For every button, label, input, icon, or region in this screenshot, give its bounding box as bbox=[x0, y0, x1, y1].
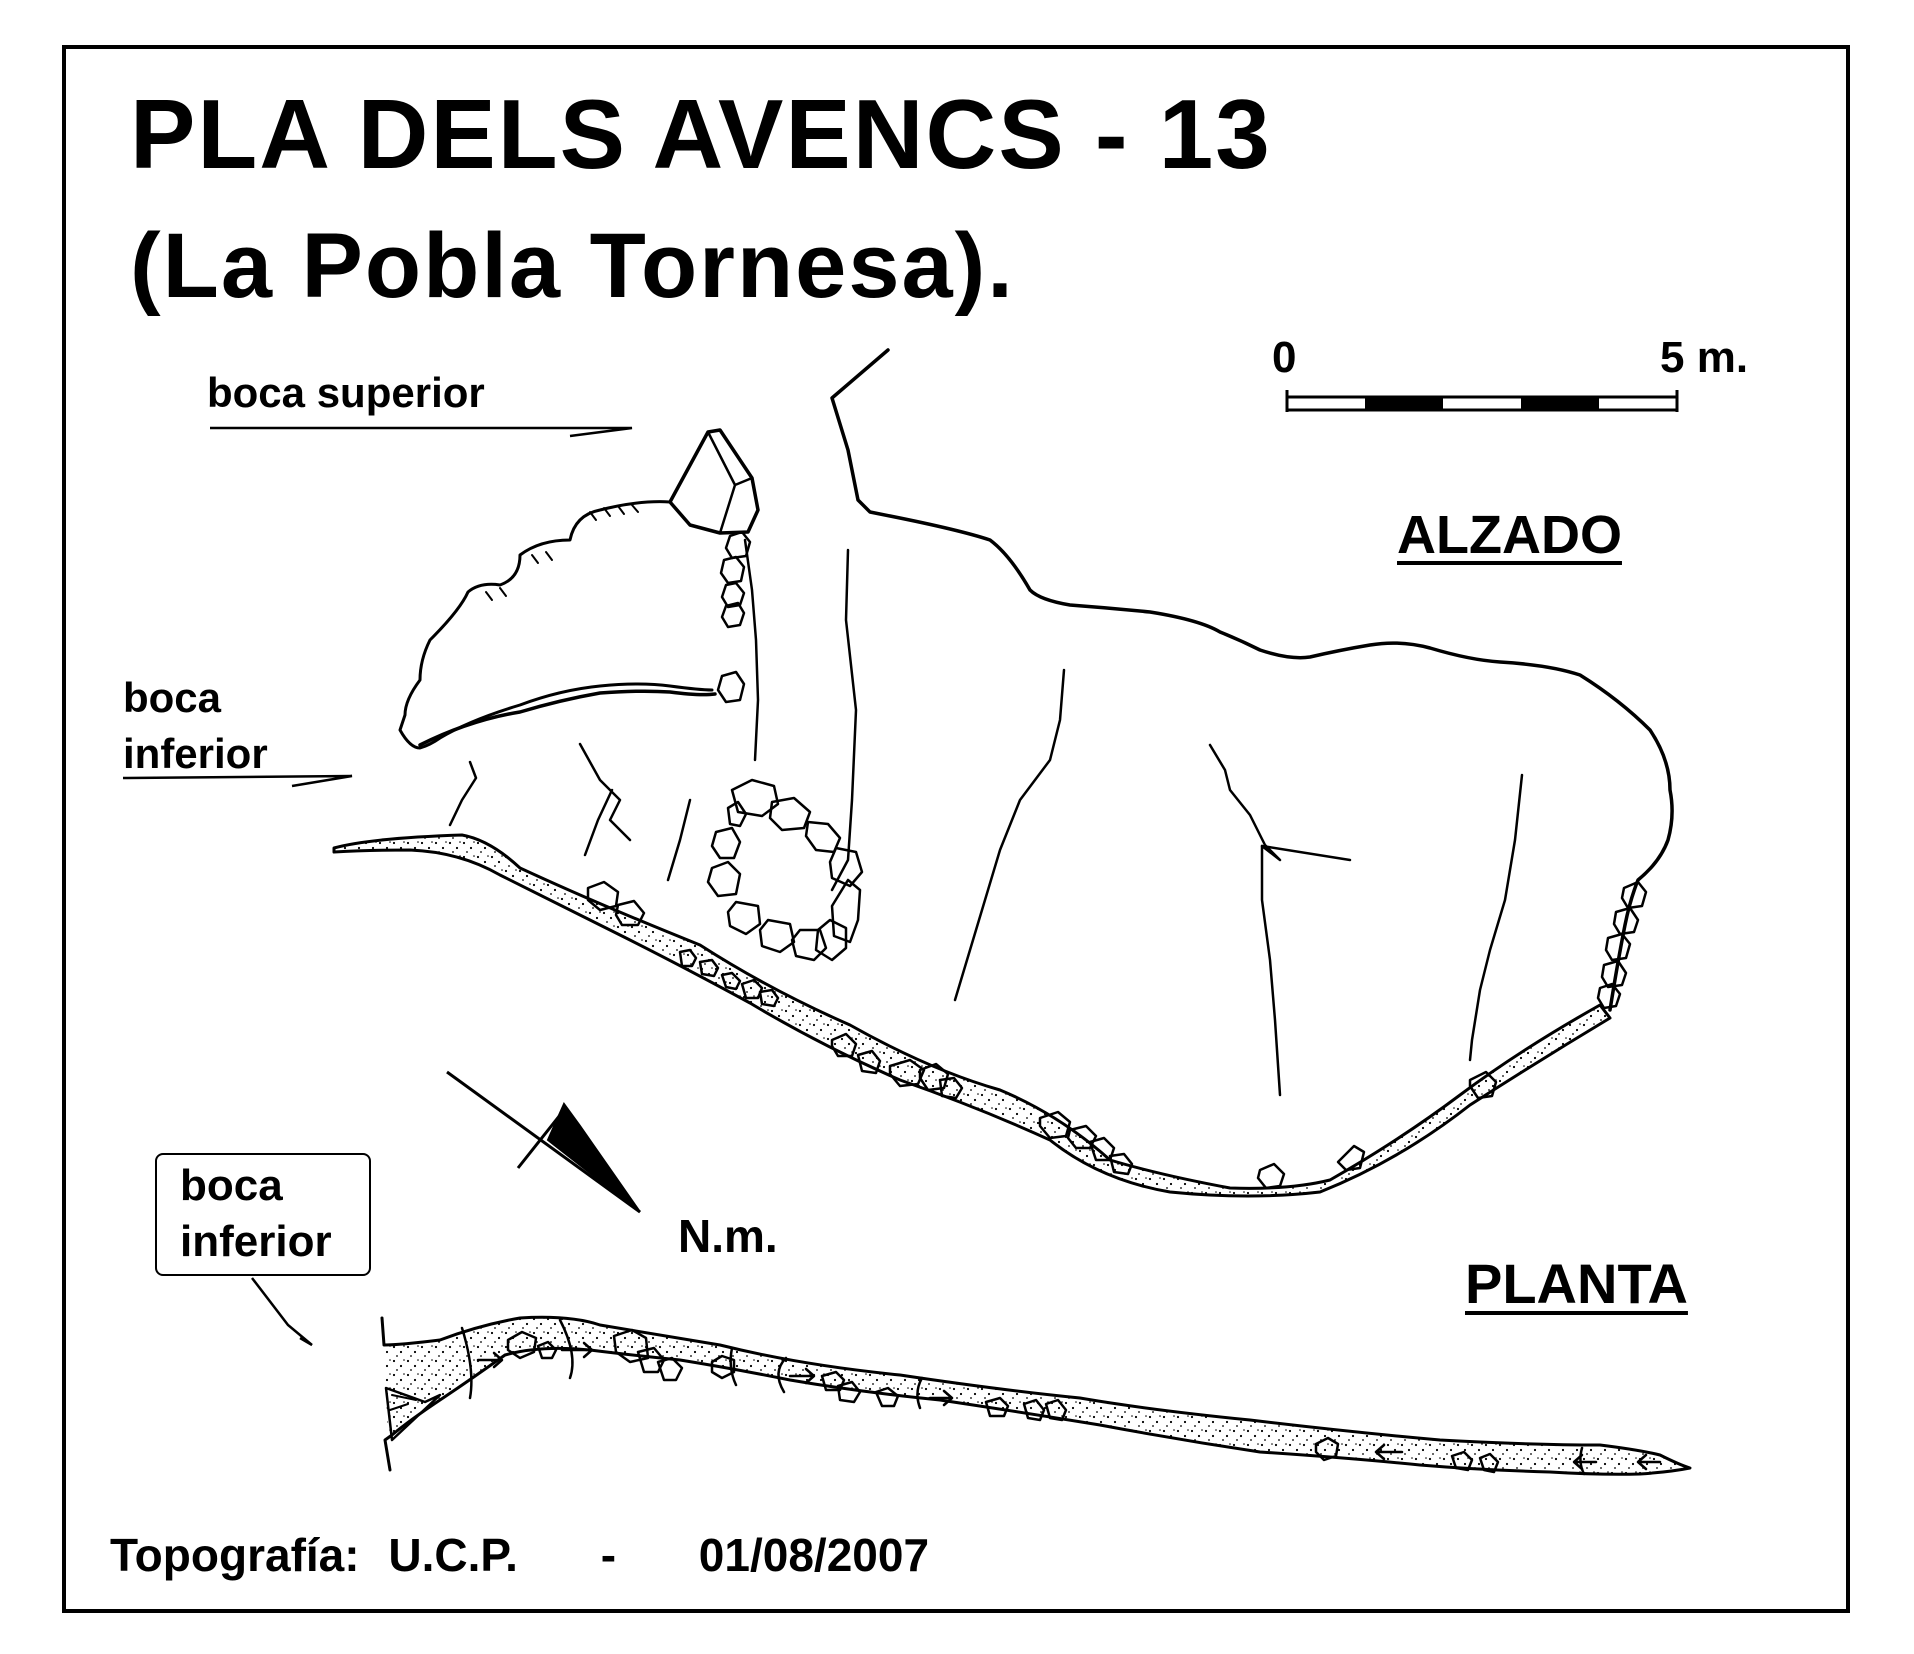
label-line: inferior bbox=[180, 1217, 332, 1266]
plan-passage bbox=[380, 1315, 1692, 1476]
plan-rocks bbox=[506, 1328, 1500, 1474]
left-rock-mass bbox=[398, 500, 714, 750]
callout-box bbox=[155, 1153, 371, 1276]
plan-section bbox=[380, 1315, 1692, 1476]
scale-segment bbox=[1521, 397, 1599, 410]
wall-cracks bbox=[448, 538, 1524, 1097]
right-wall-rocks bbox=[1596, 880, 1648, 1010]
label-lower-entrance-plan: boca inferior bbox=[180, 1158, 332, 1270]
label-line: boca bbox=[180, 1161, 283, 1210]
section-title-elevation: ALZADO bbox=[1397, 505, 1622, 565]
map-frame bbox=[62, 45, 1850, 1613]
leader-lower-entrance bbox=[122, 774, 353, 788]
north-arrow bbox=[446, 1070, 641, 1214]
upper-boulder bbox=[668, 428, 760, 535]
plan-flow-arrows bbox=[476, 1341, 1662, 1471]
credit-date: 01/08/2007 bbox=[698, 1529, 930, 1581]
label-lower-entrance-elevation: boca inferior bbox=[123, 670, 268, 782]
scale-end-label: 5 m. bbox=[1660, 333, 1749, 382]
map-subtitle: (La Pobla Tornesa). bbox=[130, 215, 1015, 317]
leader-upper-entrance bbox=[210, 426, 633, 438]
scale-start-label: 0 bbox=[1272, 333, 1297, 382]
floor-rocks bbox=[586, 880, 1498, 1190]
cave-roof bbox=[830, 348, 1674, 1012]
leader-lines bbox=[122, 426, 633, 1347]
section-title-plan: PLANTA bbox=[1465, 1252, 1688, 1315]
credit-label: Topografía: bbox=[110, 1529, 360, 1581]
elevation-section bbox=[332, 348, 1674, 1198]
rock-chain-upper bbox=[716, 530, 752, 704]
label-line: boca bbox=[123, 674, 222, 721]
label-upper-entrance: boca superior bbox=[207, 369, 485, 416]
scale-bar bbox=[1285, 390, 1679, 412]
label-line: inferior bbox=[123, 730, 268, 777]
rock-ring bbox=[706, 778, 864, 962]
north-label: N.m. bbox=[678, 1210, 778, 1262]
cave-floor bbox=[332, 833, 1612, 1198]
plan-steps bbox=[460, 1318, 1586, 1476]
leader-plan-entrance bbox=[251, 1277, 313, 1347]
survey-credit: Topografía: U.C.P. - 01/08/2007 bbox=[110, 1532, 929, 1578]
map-title: PLA DELS AVENCS - 13 bbox=[130, 79, 1272, 189]
credit-separator: - bbox=[600, 1529, 617, 1581]
credit-author: U.C.P. bbox=[388, 1529, 518, 1581]
scale-segment bbox=[1365, 397, 1443, 410]
